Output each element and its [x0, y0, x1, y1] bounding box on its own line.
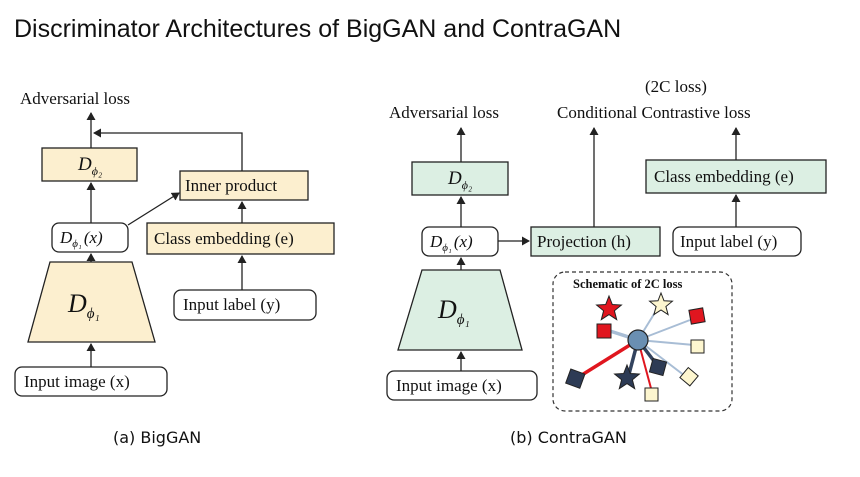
biggan-d-phi1x-label: Dϕ₁(x) — [59, 228, 103, 250]
contragan-input-image-label: Input image (x) — [396, 376, 502, 395]
biggan-input-label-box — [173, 289, 317, 321]
biggan-d-phi1-label: Dϕ₁ — [67, 289, 100, 322]
schematic-yellow-square-3 — [644, 387, 659, 402]
biggan-input-image-label: Input image (x) — [24, 372, 130, 391]
biggan-inner-product-label: Inner product — [185, 176, 277, 195]
biggan-d-phi1-block — [27, 261, 156, 343]
biggan-d-phi1x-box — [51, 222, 129, 253]
contragan-input-label-box — [672, 226, 802, 257]
contragan-projection-label: Projection (h) — [537, 232, 631, 251]
schematic-navy-square-left — [565, 368, 586, 389]
biggan-arrow-d1x-to-inner — [127, 192, 180, 226]
contragan-diagram: Adversarial loss (2C loss) Conditional C… — [386, 77, 827, 447]
biggan-d-phi2-box — [41, 147, 138, 182]
schematic-dashed-frame — [552, 271, 733, 412]
schematic-red-square-left — [596, 323, 612, 339]
schematic-red-square-right — [688, 307, 706, 325]
biggan-d-phi2-label: Dϕ₂ — [77, 154, 102, 178]
contragan-class-embedding-label: Class embedding (e) — [654, 167, 794, 186]
contragan-input-label-label: Input label (y) — [680, 232, 777, 251]
schematic-2c-loss: Schematic of 2C loss — [552, 271, 733, 412]
contragan-d-phi2-box — [411, 161, 509, 196]
schematic-navy-square-right — [648, 357, 668, 377]
biggan-input-label-label: Input label (y) — [183, 295, 280, 314]
schematic-yellow-star — [648, 291, 674, 316]
biggan-inner-product-box — [179, 170, 309, 201]
contragan-2c-loss-label: (2C loss) — [645, 77, 707, 96]
contragan-d-phi1-block — [397, 269, 523, 351]
biggan-arrow-inner-to-loss — [93, 128, 243, 171]
biggan-adversarial-loss-label: Adversarial loss — [20, 89, 130, 108]
contragan-projection-box — [530, 226, 661, 257]
schematic-red-star — [595, 294, 623, 321]
biggan-caption: (a) BigGAN — [113, 428, 201, 447]
biggan-class-embedding-label: Class embedding (e) — [154, 229, 294, 248]
contragan-d-phi2-label: Dϕ₂ — [447, 168, 472, 192]
schematic-line-red-long — [576, 338, 639, 380]
contragan-class-embedding-box — [645, 159, 827, 194]
contragan-conditional-contrastive-loss-label: Conditional Contrastive loss — [557, 103, 751, 122]
contragan-caption: (b) ContraGAN — [510, 428, 627, 447]
schematic-navy-star — [613, 363, 641, 390]
biggan-class-embedding-box — [146, 222, 335, 255]
schematic-yellow-square-2 — [679, 366, 699, 387]
biggan-diagram: Adversarial loss Dϕ₂ Dϕ₁(x) Dϕ₁ Input im… — [14, 89, 335, 447]
schematic-anchor-node — [627, 329, 649, 351]
contragan-adversarial-loss-label: Adversarial loss — [389, 103, 499, 122]
contragan-d-phi1x-label: Dϕ₁(x) — [429, 232, 473, 254]
page-title: Discriminator Architectures of BigGAN an… — [14, 15, 621, 43]
schematic-title: Schematic of 2C loss — [573, 277, 682, 291]
schematic-yellow-square-1 — [690, 339, 705, 354]
contragan-d-phi1-label: Dϕ₁ — [437, 295, 470, 328]
contragan-input-image-box — [386, 370, 538, 401]
